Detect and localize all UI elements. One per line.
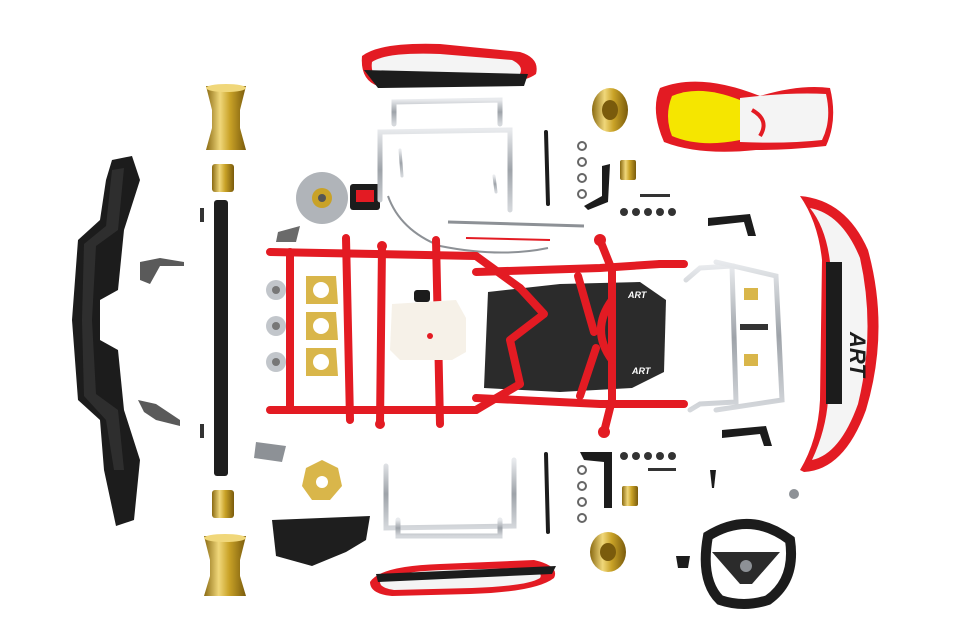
chrome-pins [398, 148, 508, 476]
brake-caliper [350, 184, 380, 210]
side-pod-top [361, 43, 537, 88]
seat-stays [544, 130, 550, 534]
kingpin-hardware-top [620, 194, 676, 216]
floor-logo-text: ART [631, 366, 652, 376]
rear-hub-top [212, 164, 234, 192]
spindle-bottom [580, 452, 612, 508]
rear-wheel-rim-bottom [204, 534, 246, 596]
sprocket-hub [302, 460, 342, 500]
washer-column-bottom [577, 465, 587, 523]
floor-pan [484, 282, 666, 392]
steering-rod [447, 220, 585, 228]
side-nerf-bar [683, 259, 785, 413]
fairing-logo-text: ART [845, 331, 870, 378]
brake-disc [296, 172, 348, 224]
bearing-set [266, 280, 286, 372]
bar-clamps [740, 288, 768, 366]
front-wheel-rim-top [592, 88, 628, 132]
kingpin-hardware-bottom [620, 452, 676, 471]
spindle-top [584, 164, 610, 210]
axle-key [200, 208, 204, 222]
column-bearing [789, 489, 799, 499]
caliper-bracket [276, 226, 300, 242]
side-pod-bar-top [377, 97, 513, 213]
column-bracket [710, 470, 716, 488]
washer-column-top [577, 141, 587, 199]
front-fairing: ART [800, 196, 879, 472]
rear-wheel-rim-top [206, 84, 246, 150]
hose-clamp [254, 442, 286, 462]
throttle-pedal [722, 426, 772, 446]
rear-hub-bottom [212, 490, 234, 518]
front-bumper [72, 156, 140, 526]
front-hubs [620, 160, 638, 506]
side-pod-bottom [370, 560, 556, 596]
steering-wheel [700, 519, 796, 609]
front-wheel-rim-bottom [590, 532, 626, 572]
side-pod-bar-bottom [383, 457, 517, 539]
bumper-bracket-upper [140, 258, 184, 284]
chain-guard [272, 516, 370, 566]
steering-boss [676, 556, 690, 568]
bumper-bracket-lower [138, 400, 180, 426]
throttle-cable [465, 237, 551, 241]
axle-key [200, 424, 204, 438]
rear-axle [214, 200, 228, 476]
bearing-carriers [306, 276, 338, 376]
brake-pedal [708, 214, 756, 236]
fuel-tank [390, 290, 466, 360]
nosecone-top [655, 81, 834, 152]
floor-logo-text: ART [627, 290, 648, 300]
chassis-frame: ART ART [266, 234, 688, 438]
